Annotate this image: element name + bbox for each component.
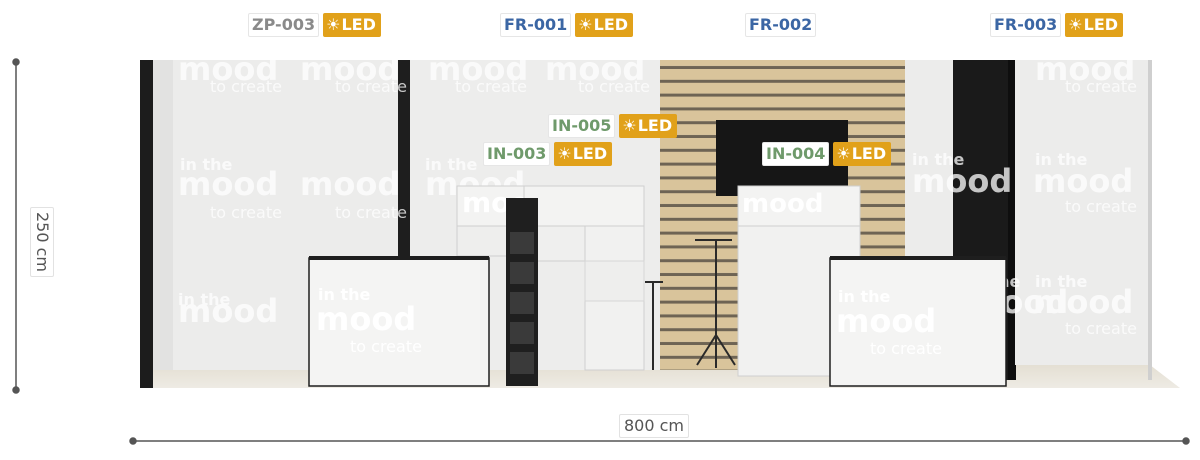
svg-text:to create: to create (210, 203, 282, 222)
sun-icon: ☀ (622, 116, 637, 135)
svg-text:mood: mood (300, 50, 400, 88)
svg-text:to create: to create (870, 339, 942, 358)
svg-text:mood: mood (178, 292, 278, 330)
svg-text:mood: mood (836, 302, 936, 340)
left-side-wall (153, 60, 173, 370)
svg-text:mood: mood (300, 165, 400, 203)
sun-icon: ☀ (326, 15, 341, 34)
led-badge: ☀LED (323, 13, 381, 37)
svg-text:mood: mood (912, 162, 1012, 200)
svg-text:to create: to create (1065, 319, 1137, 338)
tag-code: FR-001 (500, 13, 572, 37)
height-dimension-label: 250 cm (30, 206, 55, 278)
svg-text:to create: to create (1065, 77, 1137, 96)
svg-text:to create: to create (210, 77, 282, 96)
svg-text:to create: to create (350, 337, 422, 356)
svg-text:mood: mood (742, 189, 823, 219)
watermark-fr-001: mood to create mood to create mood to cr… (300, 50, 650, 222)
tag-code: FR-002 (745, 13, 817, 37)
svg-text:in the: in the (318, 285, 370, 304)
width-dimension-label: 800 cm (619, 414, 690, 438)
tag-code: IN-003 (483, 142, 551, 166)
brochure-rack (506, 198, 538, 386)
svg-text:mood: mood (1033, 162, 1133, 200)
led-badge: ☀LED (833, 142, 892, 166)
led-badge: ☀LED (1065, 13, 1124, 37)
tag-code: FR-003 (990, 13, 1062, 37)
left-wall-frame (140, 60, 153, 388)
tag-fr-002: FR-002 (745, 13, 817, 37)
svg-text:in the: in the (1035, 150, 1087, 169)
tag-code: IN-004 (762, 142, 830, 166)
tag-code: ZP-003 (248, 13, 320, 37)
svg-text:to create: to create (1065, 197, 1137, 216)
led-badge: ☀LED (575, 13, 634, 37)
svg-text:to create: to create (455, 77, 527, 96)
svg-text:in the: in the (178, 290, 230, 309)
svg-text:in the: in the (838, 287, 890, 306)
svg-text:to create: to create (335, 203, 407, 222)
counter-in-005 (523, 185, 645, 371)
led-badge: ☀LED (554, 142, 613, 166)
svg-text:mood: mood (178, 50, 278, 88)
bar-stool (645, 281, 663, 370)
sun-icon: ☀ (578, 15, 593, 34)
wall-fr-003-right (1015, 60, 1150, 365)
svg-text:mood: mood (178, 165, 278, 203)
sun-icon: ☀ (1068, 15, 1083, 34)
svg-text:in the: in the (425, 155, 477, 174)
svg-text:mood: mood (316, 300, 416, 338)
bar-table (695, 239, 736, 368)
tag-in-004: IN-004 ☀LED (762, 142, 892, 166)
svg-text:to create: to create (578, 77, 650, 96)
svg-text:mood: mood (1033, 283, 1133, 321)
front-counter-left: in the mood to create (308, 256, 490, 387)
width-dimension-line (129, 437, 1190, 445)
svg-text:in the: in the (912, 150, 964, 169)
watermark-zp-003: mood to create in the mood to create in … (178, 50, 282, 330)
svg-text:mood: mood (1035, 50, 1135, 88)
tag-fr-003: FR-003 ☀LED (990, 13, 1124, 37)
front-counter-right: in the mood to create (829, 256, 1007, 387)
tag-zp-003: ZP-003 ☀LED (248, 13, 381, 37)
sun-icon: ☀ (836, 144, 851, 163)
svg-text:mood: mood (428, 50, 528, 88)
led-badge: ☀LED (619, 114, 678, 138)
height-dimension-line (12, 58, 20, 394)
svg-text:to create: to create (335, 77, 407, 96)
tag-in-005: IN-005 ☀LED (548, 114, 678, 138)
svg-text:in the: in the (180, 155, 232, 174)
storage-door-edge (1008, 60, 1016, 380)
tag-fr-001: FR-001 ☀LED (500, 13, 634, 37)
tag-in-003: IN-003 ☀LED (483, 142, 613, 166)
tag-code: IN-005 (548, 114, 616, 138)
right-wall-frame (1148, 60, 1152, 380)
sun-icon: ☀ (557, 144, 572, 163)
svg-text:mood: mood (545, 50, 645, 88)
svg-text:in the: in the (1035, 272, 1087, 291)
